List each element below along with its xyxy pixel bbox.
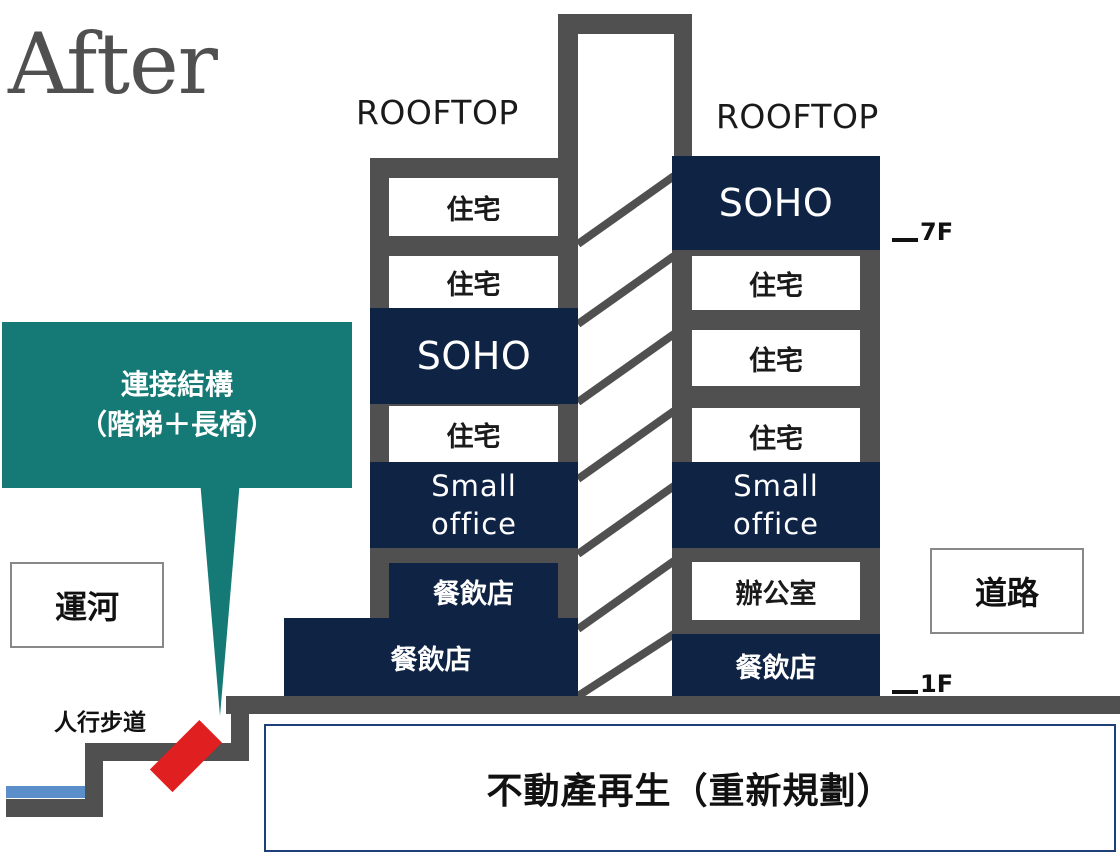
callout-pointer	[200, 480, 240, 716]
base-label: 不動產再生（重新規劃）	[264, 724, 1116, 852]
connection-structure-callout: 連接結構 （階梯＋長椅）	[2, 322, 352, 488]
left-unit-restaurant: 餐飲店	[389, 563, 558, 619]
right-rooftop-label: ROOFTOP	[716, 97, 879, 136]
stair-flight-line	[578, 330, 674, 406]
callout-line-2: （階梯＋長椅）	[78, 408, 275, 441]
stair-flights	[578, 172, 674, 696]
floor-marker-line	[892, 238, 918, 242]
right-unit-office: 辦公室	[692, 562, 860, 620]
floor-marker-line	[892, 690, 918, 694]
ground-right-restaurant: 餐飲店	[672, 634, 880, 696]
ground-line	[226, 696, 1120, 714]
diagram-title: After	[8, 15, 218, 113]
right-unit-residence: 住宅	[692, 330, 860, 386]
stair-flight-line	[578, 630, 674, 696]
left-unit-residence: 住宅	[389, 178, 558, 236]
stair-flight-line	[578, 557, 674, 633]
right-unit-residence: 住宅	[692, 256, 860, 310]
stair-bench-connector	[149, 720, 222, 793]
canal-bank	[6, 702, 249, 817]
ground-left-restaurant: 餐飲店	[284, 618, 578, 696]
canal-label: 運河	[10, 562, 164, 648]
road-label: 道路	[930, 548, 1084, 634]
stair-flight-line	[578, 172, 674, 248]
stair-flight-line	[578, 252, 674, 328]
canal-water	[6, 786, 86, 798]
left-rooftop-label: ROOFTOP	[356, 93, 519, 132]
bank-steps	[6, 702, 249, 817]
stair-flight-line	[578, 482, 674, 558]
walkway-label: 人行步道	[54, 710, 146, 736]
floor-marker-top: 7F	[920, 218, 954, 246]
floor-marker-bottom: 1F	[920, 670, 954, 698]
right-unit-small-office: Small office	[672, 462, 880, 548]
right-unit-soho: SOHO	[672, 156, 880, 250]
right-unit-residence: 住宅	[692, 408, 860, 464]
callout-line-1: 連接結構	[120, 368, 233, 401]
left-unit-residence: 住宅	[389, 406, 558, 462]
left-unit-soho: SOHO	[370, 308, 578, 404]
left-unit-small-office: Small office	[370, 462, 578, 548]
left-unit-residence: 住宅	[389, 256, 558, 308]
stair-flight-line	[578, 407, 674, 483]
